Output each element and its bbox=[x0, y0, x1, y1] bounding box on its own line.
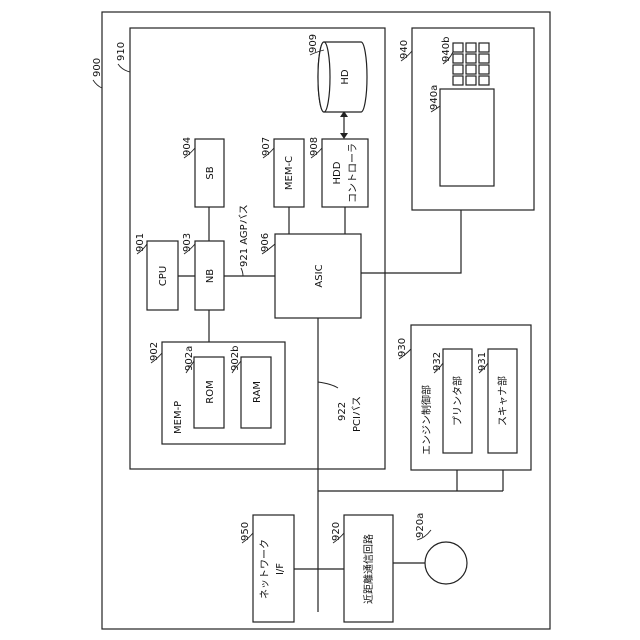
ref-907: 907 bbox=[261, 137, 272, 156]
ref-902b: 902b bbox=[230, 346, 241, 371]
antenna-icon bbox=[425, 542, 467, 584]
display-screen bbox=[440, 89, 494, 186]
ref-931: 931 bbox=[477, 352, 488, 371]
keypad-key bbox=[453, 76, 463, 85]
engine-controller-label: エンジン制御部 bbox=[420, 385, 433, 455]
ref-940a: 940a bbox=[429, 85, 440, 110]
keypad-key bbox=[453, 65, 463, 74]
ref-910: 910 bbox=[116, 42, 127, 61]
ref-902: 902 bbox=[149, 342, 160, 361]
network-if-label-2: I/F bbox=[275, 563, 286, 575]
keypad-key bbox=[453, 54, 463, 63]
ref-900: 900 bbox=[92, 58, 103, 77]
rom-label: ROM bbox=[205, 380, 216, 403]
ref-901: 901 bbox=[135, 233, 146, 252]
ref-930: 930 bbox=[397, 338, 408, 357]
pci-ref: 922 bbox=[337, 402, 348, 421]
pci-bus-label: PCIバス bbox=[351, 396, 363, 432]
ref-920: 920 bbox=[331, 522, 342, 541]
ram-label: RAM bbox=[252, 381, 263, 403]
keypad-key bbox=[466, 43, 476, 52]
network-if-label-1: ネットワーク bbox=[259, 539, 271, 599]
ref-908: 908 bbox=[309, 137, 320, 156]
ref-920a: 920a bbox=[415, 513, 426, 538]
keypad-key bbox=[466, 65, 476, 74]
cpu-label: CPU bbox=[158, 266, 169, 286]
keypad-key bbox=[466, 54, 476, 63]
ref-903: 903 bbox=[182, 233, 193, 252]
nfc-circuit-label: 近距離通信回路 bbox=[362, 534, 375, 604]
hdd-controller-label-2: コントローラ bbox=[347, 143, 359, 203]
keypad-key bbox=[479, 43, 489, 52]
ref-940b: 940b bbox=[441, 37, 452, 62]
ref-909: 909 bbox=[308, 34, 319, 53]
keypad-key bbox=[479, 76, 489, 85]
hdd-controller-box bbox=[322, 139, 368, 207]
ref-904: 904 bbox=[182, 137, 193, 156]
hd-label: HD bbox=[340, 69, 351, 85]
nb-label: NB bbox=[205, 269, 216, 283]
keypad-key bbox=[453, 43, 463, 52]
scanner-label: スキャナ部 bbox=[496, 376, 509, 426]
ref-950: 950 bbox=[240, 522, 251, 541]
memc-label: MEM-C bbox=[284, 156, 295, 190]
memp-label: MEM-P bbox=[173, 401, 184, 434]
sb-label: SB bbox=[205, 166, 216, 179]
ref-932: 932 bbox=[432, 352, 443, 371]
printer-label: プリンタ部 bbox=[451, 376, 464, 426]
keypad-key bbox=[479, 54, 489, 63]
lead-900 bbox=[93, 80, 102, 88]
asic-label: ASIC bbox=[314, 264, 325, 287]
keypad-key bbox=[466, 76, 476, 85]
hdd-controller-label-1: HDD bbox=[332, 161, 343, 184]
keypad-key bbox=[479, 65, 489, 74]
ref-940: 940 bbox=[399, 40, 410, 59]
agp-bus-label: 921 AGPバス bbox=[238, 204, 250, 267]
